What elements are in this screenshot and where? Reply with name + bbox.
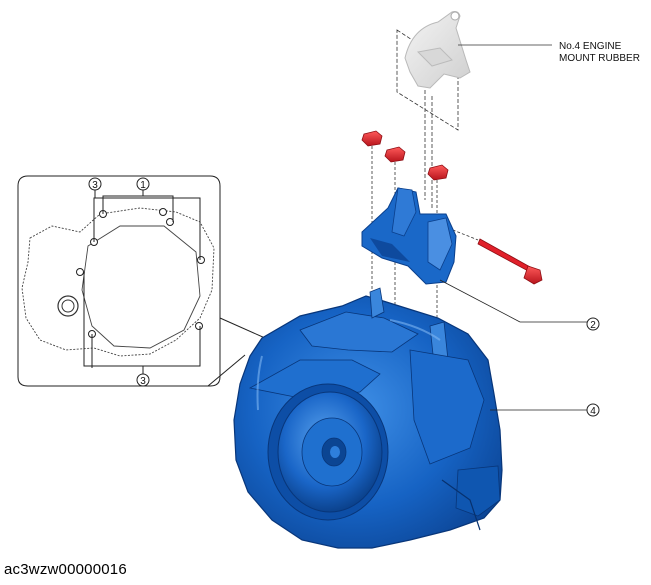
input-shaft-seal [57, 295, 79, 317]
torque-converter [267, 383, 389, 521]
svg-text:3: 3 [140, 376, 146, 387]
mount-bolts [361, 130, 543, 330]
svg-text:2: 2 [590, 320, 596, 331]
callout-1: 1 [136, 177, 150, 191]
nut-left [361, 130, 383, 296]
inset-detail-view: 1 3 3 [17, 175, 266, 387]
callout-4: 4 [586, 403, 600, 417]
svg-text:4: 4 [590, 406, 596, 417]
transaxle-assembly: 4 [233, 287, 600, 549]
bell-housing-inner [81, 225, 201, 349]
svg-text:3: 3 [92, 180, 98, 191]
bell-housing-outline [21, 207, 215, 357]
svg-text:MOUNT RUBBER: MOUNT RUBBER [559, 53, 640, 64]
figure-id: ac3wzw00000016 [4, 561, 127, 578]
svg-text:No.4 ENGINE: No.4 ENGINE [559, 41, 622, 52]
transaxle-mount-bracket: 2 [361, 187, 600, 331]
inset-frame [17, 175, 221, 387]
callout-3-top: 3 [88, 177, 102, 191]
engine-mount-rubber: No.4 ENGINE MOUNT RUBBER [396, 11, 640, 210]
callout-2: 2 [586, 317, 600, 331]
svg-text:1: 1 [140, 180, 146, 191]
through-bolt [447, 227, 543, 285]
callout-3-bottom: 3 [136, 373, 150, 387]
